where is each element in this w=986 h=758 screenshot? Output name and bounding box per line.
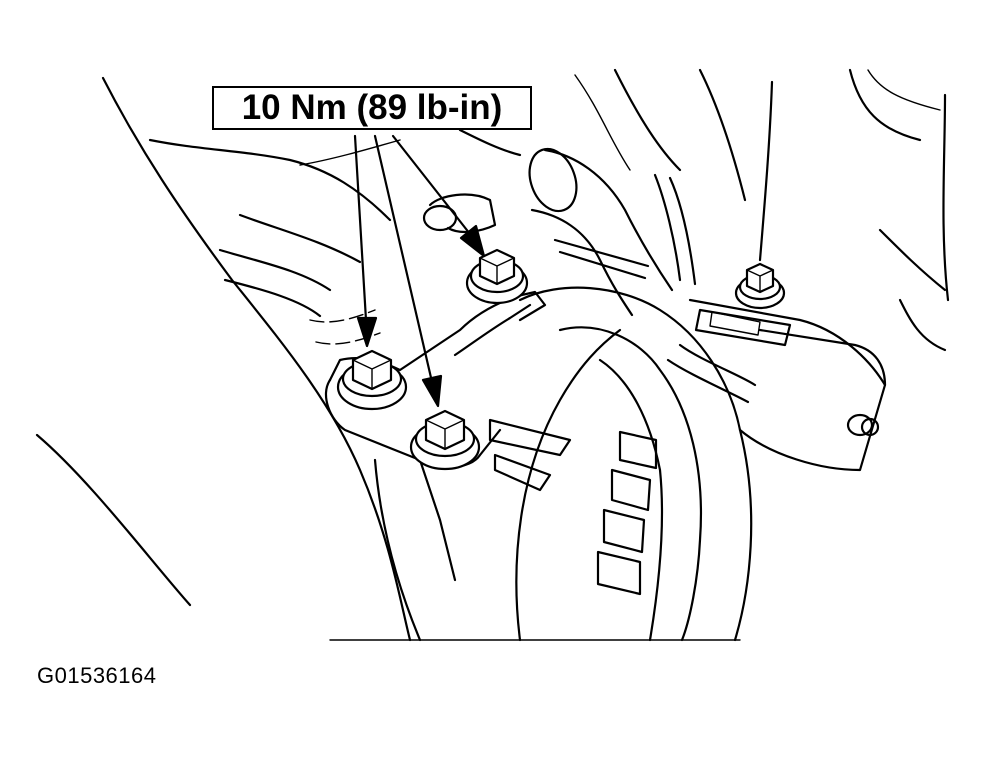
bolt-lower — [409, 409, 481, 471]
torque-spec-label: 10 Nm (89 lb-in) — [212, 86, 532, 130]
hose — [528, 147, 697, 317]
stud-upper-left — [422, 193, 497, 234]
bolt-middle — [336, 349, 408, 411]
alternator — [515, 286, 887, 642]
figure-id: G01536164 — [37, 663, 157, 688]
bolt-upper — [465, 248, 529, 305]
engine-outline — [35, 68, 950, 642]
leader-arrows — [353, 134, 486, 408]
bolt-right — [734, 262, 786, 310]
